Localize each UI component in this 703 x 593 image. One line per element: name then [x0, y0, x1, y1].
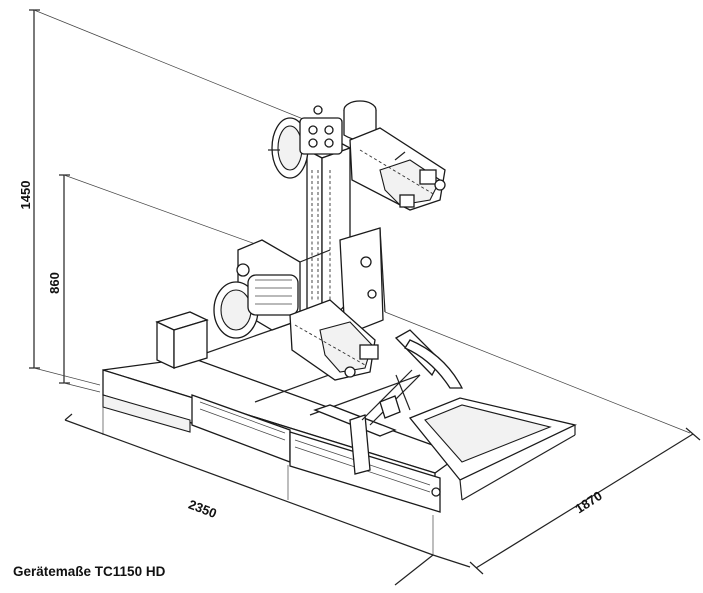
upper-tool-head — [268, 100, 446, 211]
dimension-length-label: 2350 — [186, 497, 218, 521]
dimension-height-table-label: 860 — [47, 272, 62, 294]
dimension-lines — [29, 9, 701, 586]
carriage — [313, 329, 464, 475]
base-frame — [102, 311, 577, 513]
dimension-width-label: 1870 — [572, 488, 604, 516]
motor-assembly — [213, 239, 379, 381]
figure-caption: Gerätemaße TC1150 HD — [13, 564, 166, 579]
dimension-height-total-label: 1450 — [18, 181, 33, 210]
